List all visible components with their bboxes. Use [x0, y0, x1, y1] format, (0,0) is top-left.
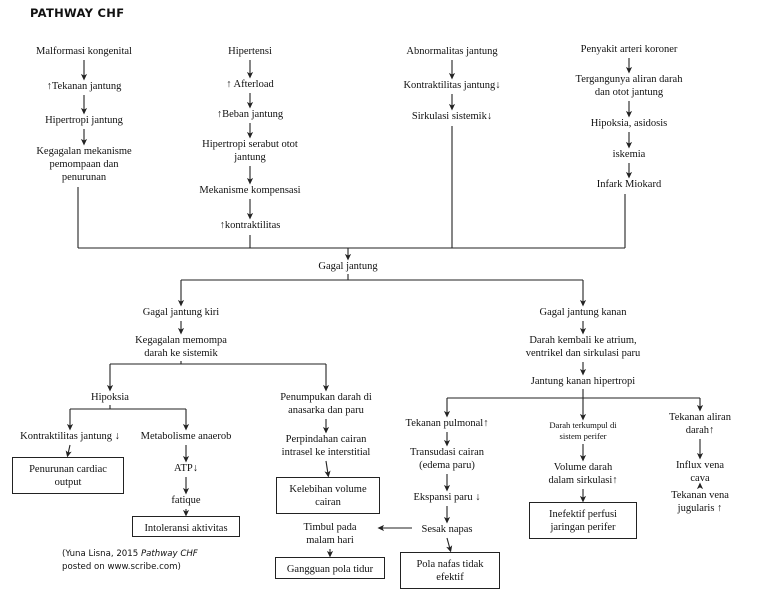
flow-node-n19: Gagal jantung	[318, 261, 378, 272]
flow-node-n42: Darah terkumpul di sistem perifer	[549, 420, 617, 441]
flow-node-n38: Transudasi cairan (edema paru)	[410, 447, 484, 471]
flow-node-n2: ↑Tekanan jantung	[46, 81, 122, 92]
flow-node-n37: Tekanan pulmonal↑	[405, 418, 489, 429]
flow-node-n44: Inefektif perfusi jaringan perifer	[529, 502, 637, 539]
flow-node-n25: Hipoksia	[91, 392, 129, 403]
flow-node-n45: Tekanan aliran darah↑	[669, 412, 731, 436]
credit-note: (Yuna Lisna, 2015 Pathway CHF posted on …	[62, 548, 198, 573]
flow-node-n26: Kontraktilitas jantung ↓	[20, 431, 120, 442]
flow-node-n43: Volume darah dalam sirkulasi↑	[548, 462, 618, 486]
flow-node-n18: Infark Miokard	[596, 179, 662, 190]
flow-node-n36: Gangguan pola tidur	[275, 557, 385, 579]
flow-node-n3: Hipertropi jantung	[45, 115, 123, 126]
flow-node-n9: Mekanisme kompensasi	[199, 185, 301, 196]
flow-node-n47: Tekanan vena jugularis ↑	[671, 490, 729, 514]
flow-node-n27: Penurunan cardiac output	[12, 457, 124, 494]
credit-italic-title: Pathway CHF	[140, 549, 198, 559]
page-title: PATHWAY CHF	[30, 6, 125, 20]
credit-line2: posted on www.scribe.com)	[62, 561, 181, 572]
flow-node-n31: Intoleransi aktivitas	[132, 516, 240, 537]
flow-node-n41: Pola nafas tidak efektif	[400, 552, 500, 589]
flow-node-n12: Kontraktilitas jantung↓	[403, 80, 501, 91]
flow-node-n33: Perpindahan cairan intrasel ke interstit…	[281, 434, 371, 458]
flow-node-n29: ATP↓	[174, 463, 198, 474]
flow-node-n7: ↑Beban jantung	[216, 109, 284, 120]
flow-node-n17: iskemia	[612, 149, 646, 160]
flow-node-n15: Tergangunya aliran darah dan otot jantun…	[575, 74, 683, 98]
flow-node-n30: fatique	[171, 495, 201, 506]
flow-node-n11: Abnormalitas jantung	[406, 46, 498, 57]
flow-node-n8: Hipertropi serabut otot jantung	[202, 139, 298, 163]
flow-node-n16: Hipoksia, asidosis	[590, 118, 668, 129]
flow-node-n23: Darah kembali ke atrium, ventrikel dan s…	[525, 335, 641, 359]
flow-node-n46: Influx vena cava	[675, 460, 725, 484]
flow-node-n28: Metabolisme anaerob	[140, 431, 232, 442]
flow-node-n21: Kegagalan memompa darah ke sistemik	[135, 335, 227, 359]
flow-node-n6: ↑ Afterload	[226, 79, 274, 90]
flow-node-n20: Gagal jantung kiri	[142, 307, 220, 318]
flow-node-n1: Malformasi kongenital	[36, 46, 132, 57]
flow-node-n39: Ekspansi paru ↓	[413, 492, 481, 503]
flow-node-n4: Kegagalan mekanisme pemompaan dan penuru…	[36, 146, 132, 183]
flow-node-n40: Sesak napas	[421, 524, 473, 535]
flow-node-n14: Penyakit arteri koroner	[580, 44, 678, 55]
flow-node-n32: Penumpukan darah di anasarka dan paru	[280, 392, 372, 416]
flow-node-n34: Kelebihan volume cairan	[276, 477, 380, 514]
flow-node-n5: Hipertensi	[228, 46, 272, 57]
flow-node-n10: ↑kontraktilitas	[219, 220, 281, 231]
flow-node-n24: Jantung kanan hipertropi	[530, 376, 636, 387]
flow-node-n13: Sirkulasi sistemik↓	[411, 111, 493, 122]
credit-pre: (Yuna Lisna, 2015	[62, 549, 141, 559]
flow-node-n22: Gagal jantung kanan	[539, 307, 627, 318]
flow-node-n35: Timbul pada malam hari	[303, 522, 357, 546]
